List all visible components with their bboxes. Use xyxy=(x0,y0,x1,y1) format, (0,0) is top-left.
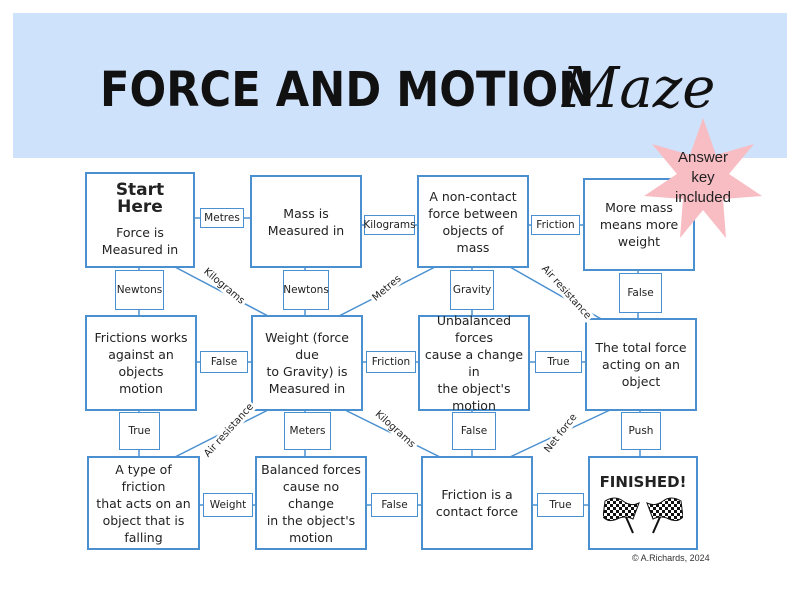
label-metres: Metres xyxy=(200,208,244,228)
label-true-bottom: True xyxy=(537,493,584,517)
balanced-text: Balanced forces cause no change in the o… xyxy=(261,461,361,545)
label-weight: Weight xyxy=(203,493,253,517)
label-false-right: False xyxy=(619,273,662,313)
label-gravity: Gravity xyxy=(450,270,494,310)
moremass-text: More mass means more weight xyxy=(599,200,679,249)
start-text: Force is Measured in xyxy=(101,225,179,257)
label-push: Push xyxy=(621,412,661,450)
moremass-box: More mass means more weight xyxy=(583,178,695,271)
label-friction-top: Friction xyxy=(531,215,580,235)
noncontact-box: A non-contact force between objects of m… xyxy=(417,175,529,268)
mass-text: Mass is Measured in xyxy=(267,205,345,238)
start-heading: Start Here xyxy=(115,180,165,217)
contact-force-box: Friction is a contact force xyxy=(421,456,533,550)
total-force-text: The total force acting on an object xyxy=(595,340,687,389)
weight-box: Weight (force due to Gravity) is Measure… xyxy=(251,315,363,411)
label-newtons-mid: Newtons xyxy=(283,270,329,310)
page-title: FORCE AND MOTION xyxy=(100,62,595,118)
contact-force-text: Friction is a contact force xyxy=(435,487,519,519)
unbalanced-box: Unbalanced forces cause a change in the … xyxy=(418,313,530,413)
finish-box: FINISHED! xyxy=(588,456,698,550)
answer-key-text: Answer key included xyxy=(675,149,731,206)
total-force-box: The total force acting on an object xyxy=(585,318,697,411)
finish-heading: FINISHED! xyxy=(599,472,687,491)
label-kilograms: Kilograms xyxy=(363,215,416,235)
label-friction-mid: Friction xyxy=(366,351,416,373)
label-meters: Meters xyxy=(284,412,331,450)
unbalanced-text: Unbalanced forces cause a change in the … xyxy=(424,313,524,413)
friction-works-text: Frictions works against an objects motio… xyxy=(94,330,188,396)
label-true-mid: True xyxy=(535,351,582,373)
label-true-left: True xyxy=(119,412,160,450)
title-banner xyxy=(13,13,787,158)
noncontact-text: A non-contact force between objects of m… xyxy=(428,188,518,255)
weight-text: Weight (force due to Gravity) is Measure… xyxy=(265,330,349,396)
label-newtons-left: Newtons xyxy=(115,270,164,310)
copyright: © A.Richards, 2024 xyxy=(632,553,710,563)
balanced-box: Balanced forces cause no change in the o… xyxy=(255,456,367,550)
checkered-flags-icon xyxy=(603,497,683,533)
label-false-left: False xyxy=(200,351,248,373)
type-friction-box: A type of friction that acts on an objec… xyxy=(87,456,200,550)
type-friction-text: A type of friction that acts on an objec… xyxy=(96,461,191,545)
start-box: Start Here Force is Measured in xyxy=(85,172,195,268)
friction-works-box: Frictions works against an objects motio… xyxy=(85,315,197,411)
mass-box: Mass is Measured in xyxy=(250,175,362,268)
label-false-center: False xyxy=(452,412,496,450)
answer-key-badge xyxy=(644,118,762,238)
label-false-bottom: False xyxy=(371,493,418,517)
page-title-script: Maze xyxy=(562,56,716,121)
